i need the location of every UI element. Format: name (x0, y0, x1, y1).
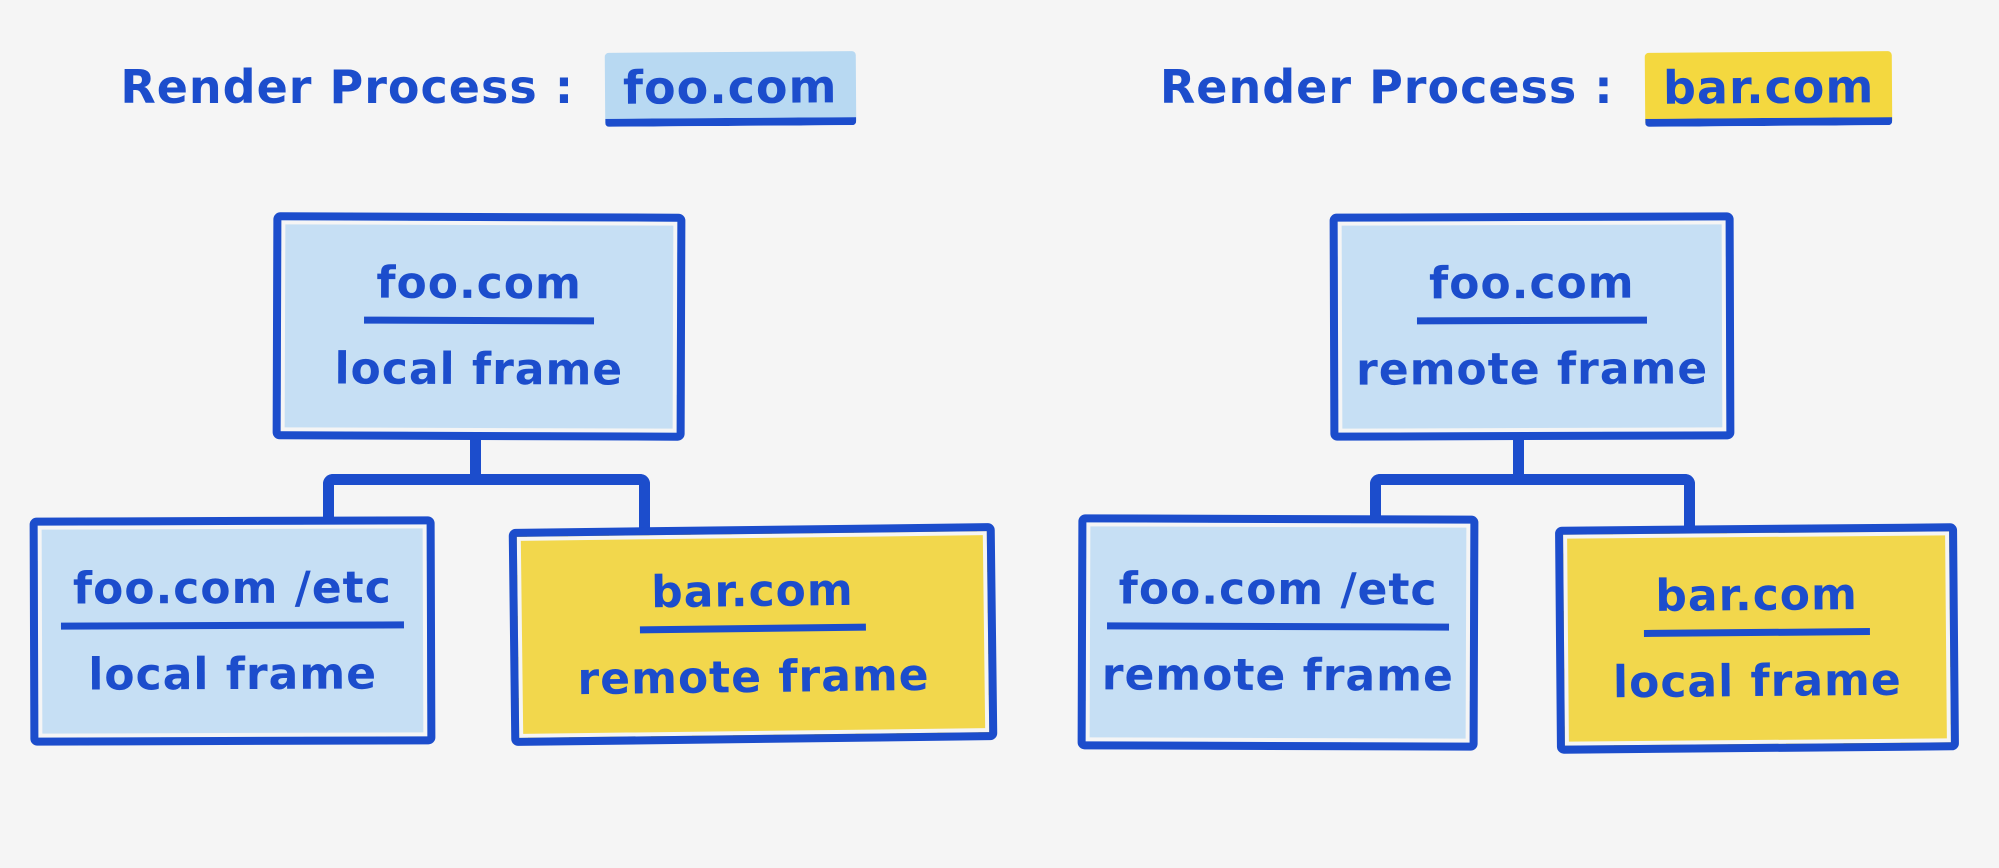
tree-title-domain-highlight: bar.com (1644, 51, 1893, 127)
frame-box-root: foo.com local frame (272, 212, 686, 441)
frame-box-root: foo.com remote frame (1329, 212, 1735, 441)
frame-domain: foo.com (1417, 257, 1647, 325)
frame-box-child-right: bar.com remote frame (508, 523, 998, 746)
connector-elbow-right (1518, 474, 1695, 530)
connector-stem (1513, 434, 1524, 482)
render-process-tree-bar: Render Process : bar.com foo.com remote … (1056, 0, 1999, 868)
tree-title-prefix: Render Process : (120, 60, 575, 114)
frame-type-label: local frame (1612, 654, 1902, 709)
frame-type-label: local frame (88, 647, 378, 701)
tree-title: Render Process : foo.com (18, 51, 958, 127)
render-process-tree-foo: Render Process : foo.com foo.com local f… (18, 0, 1018, 868)
frame-domain: foo.com (364, 257, 594, 325)
frame-domain: foo.com /etc (1106, 563, 1450, 631)
frame-domain: bar.com (638, 564, 867, 634)
frame-box-child-left: foo.com /etc remote frame (1077, 514, 1479, 751)
connector-elbow-left (1370, 474, 1518, 520)
connector-elbow-left (323, 474, 475, 522)
tree-title-prefix: Render Process : (1159, 60, 1614, 114)
frame-box-child-right: bar.com local frame (1555, 523, 1959, 754)
connector-stem (470, 434, 481, 482)
frame-type-label: remote frame (577, 649, 930, 706)
frame-type-label: remote frame (1356, 343, 1709, 396)
frame-domain: foo.com /etc (60, 561, 404, 630)
frame-box-child-left: foo.com /etc local frame (29, 516, 436, 746)
tree-title: Render Process : bar.com (1056, 51, 1996, 127)
connector-elbow-right (475, 474, 650, 532)
frame-domain: bar.com (1643, 569, 1871, 637)
frame-type-label: local frame (334, 343, 624, 396)
frame-type-label: remote frame (1101, 649, 1454, 702)
tree-title-domain-highlight: foo.com (604, 51, 856, 127)
